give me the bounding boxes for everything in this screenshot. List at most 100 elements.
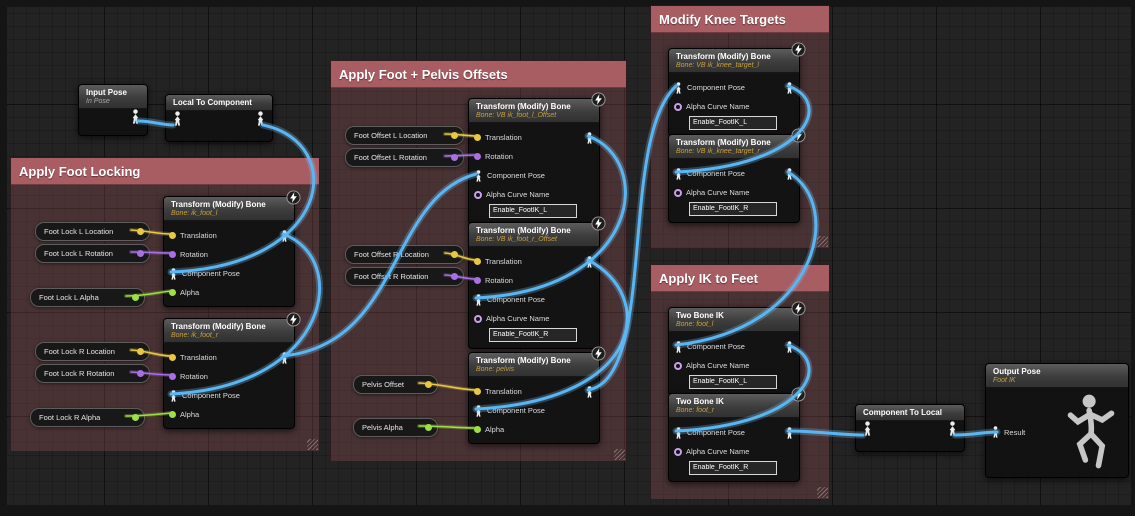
pin-alpha[interactable]: Alpha xyxy=(169,405,290,424)
pin-alpha-curve-name[interactable]: Alpha Curve Name xyxy=(674,442,795,461)
input-pill-foot-lock-l-alpha[interactable]: Foot Lock L Alpha xyxy=(30,288,145,307)
curve-name-input[interactable] xyxy=(489,327,577,342)
comment-title-bar[interactable]: Apply Foot Locking xyxy=(11,158,319,185)
pose-pin-icon[interactable] xyxy=(169,267,178,280)
result-input-pin[interactable]: Result xyxy=(991,426,1025,438)
pin-component-pose[interactable]: Component Pose xyxy=(674,164,795,183)
curve-name-pin[interactable] xyxy=(674,361,682,370)
pose-output-pin[interactable] xyxy=(130,109,141,129)
curve-name-input[interactable] xyxy=(689,374,777,389)
pin-alpha-curve-name[interactable]: Alpha Curve Name xyxy=(474,185,595,204)
pin-translation[interactable]: Translation xyxy=(169,348,290,367)
vector-output-pin[interactable] xyxy=(425,381,432,388)
input-pill-foot-offset-r-location[interactable]: Foot Offset R Location xyxy=(345,245,464,264)
input-pill-foot-lock-r-alpha[interactable]: Foot Lock R Alpha xyxy=(30,408,145,427)
curve-name-pin[interactable] xyxy=(674,102,682,111)
rotator-output-pin[interactable] xyxy=(451,273,458,280)
pin-component-pose[interactable]: Component Pose xyxy=(674,78,795,97)
vector-pin[interactable] xyxy=(474,258,481,265)
pin-component-pose[interactable]: Component Pose xyxy=(474,401,595,420)
rotator-output-pin[interactable] xyxy=(137,250,144,257)
pose-output-pin[interactable] xyxy=(947,421,958,441)
pin-alpha-curve-name[interactable]: Alpha Curve Name xyxy=(674,356,795,375)
comment-resize-handle[interactable] xyxy=(307,439,318,450)
pose-input-pin[interactable] xyxy=(862,421,873,441)
pin-translation[interactable]: Translation xyxy=(474,252,595,271)
pose-pin-icon[interactable] xyxy=(474,293,483,306)
comment-resize-handle[interactable] xyxy=(614,449,625,460)
pin-component-pose[interactable]: Component Pose xyxy=(474,166,595,185)
pin-component-pose[interactable]: Component Pose xyxy=(674,423,795,442)
pin-component-pose[interactable]: Component Pose xyxy=(169,264,290,283)
pin-component-pose[interactable]: Component Pose xyxy=(674,337,795,356)
float-output-pin[interactable] xyxy=(132,294,139,301)
curve-name-pin[interactable] xyxy=(474,190,482,199)
comment-resize-handle[interactable] xyxy=(817,236,828,247)
vector-output-pin[interactable] xyxy=(137,348,144,355)
float-output-pin[interactable] xyxy=(425,424,432,431)
pin-rotation[interactable]: Rotation xyxy=(474,147,595,166)
rotator-pin[interactable] xyxy=(169,373,176,380)
pose-pin-icon[interactable] xyxy=(674,81,683,94)
comment-title-bar[interactable]: Apply Foot + Pelvis Offsets xyxy=(331,61,626,88)
pin-alpha-curve-name[interactable]: Alpha Curve Name xyxy=(674,183,795,202)
vector-pin[interactable] xyxy=(169,354,176,361)
input-pill-foot-lock-r-location[interactable]: Foot Lock R Location xyxy=(35,342,150,361)
pin-alpha-curve-name[interactable]: Alpha Curve Name xyxy=(674,97,795,116)
pin-alpha-curve-name[interactable]: Alpha Curve Name xyxy=(474,309,595,328)
input-pill-foot-offset-l-location[interactable]: Foot Offset L Location xyxy=(345,126,464,145)
pin-translation[interactable]: Translation xyxy=(474,128,595,147)
curve-name-input[interactable] xyxy=(689,201,777,216)
rotator-output-pin[interactable] xyxy=(451,154,458,161)
rotator-output-pin[interactable] xyxy=(137,370,144,377)
vector-pin[interactable] xyxy=(474,388,481,395)
node-local-to-component[interactable]: Local To Component xyxy=(165,94,273,142)
input-pill-pelvis-offset[interactable]: Pelvis Offset xyxy=(353,375,438,394)
vector-output-pin[interactable] xyxy=(451,132,458,139)
pin-alpha[interactable]: Alpha xyxy=(474,420,595,439)
float-pin[interactable] xyxy=(169,411,176,418)
float-pin[interactable] xyxy=(474,426,481,433)
curve-name-input[interactable] xyxy=(689,115,777,130)
pin-component-pose[interactable]: Component Pose xyxy=(169,386,290,405)
pose-input-pin[interactable] xyxy=(172,111,183,131)
float-pin[interactable] xyxy=(169,289,176,296)
curve-name-pin[interactable] xyxy=(674,188,682,197)
pin-rotation[interactable]: Rotation xyxy=(169,245,290,264)
pose-pin-icon[interactable] xyxy=(674,426,683,439)
comment-title-bar[interactable]: Modify Knee Targets xyxy=(651,6,829,33)
rotator-pin[interactable] xyxy=(474,153,481,160)
vector-output-pin[interactable] xyxy=(137,228,144,235)
comment-resize-handle[interactable] xyxy=(817,487,828,498)
rotator-pin[interactable] xyxy=(169,251,176,258)
input-pill-foot-offset-r-rotation[interactable]: Foot Offset R Rotation xyxy=(345,267,464,286)
input-pill-foot-lock-r-rotation[interactable]: Foot Lock R Rotation xyxy=(35,364,150,383)
pose-pin-icon[interactable] xyxy=(674,340,683,353)
comment-title-bar[interactable]: Apply IK to Feet xyxy=(651,265,829,292)
vector-pin[interactable] xyxy=(474,134,481,141)
input-pill-pelvis-alpha[interactable]: Pelvis Alpha xyxy=(353,418,438,437)
node-component-to-local[interactable]: Component To Local xyxy=(855,404,965,452)
pose-pin-icon[interactable] xyxy=(674,167,683,180)
curve-name-input[interactable] xyxy=(489,203,577,218)
pin-component-pose[interactable]: Component Pose xyxy=(474,290,595,309)
pose-pin-icon[interactable] xyxy=(474,404,483,417)
pin-translation[interactable]: Translation xyxy=(169,226,290,245)
pose-output-pin[interactable] xyxy=(255,111,266,131)
curve-name-pin[interactable] xyxy=(674,447,682,456)
vector-pin[interactable] xyxy=(169,232,176,239)
pin-rotation[interactable]: Rotation xyxy=(169,367,290,386)
input-pill-foot-lock-l-rotation[interactable]: Foot Lock L Rotation xyxy=(35,244,150,263)
vector-output-pin[interactable] xyxy=(451,251,458,258)
input-pill-foot-lock-l-location[interactable]: Foot Lock L Location xyxy=(35,222,150,241)
